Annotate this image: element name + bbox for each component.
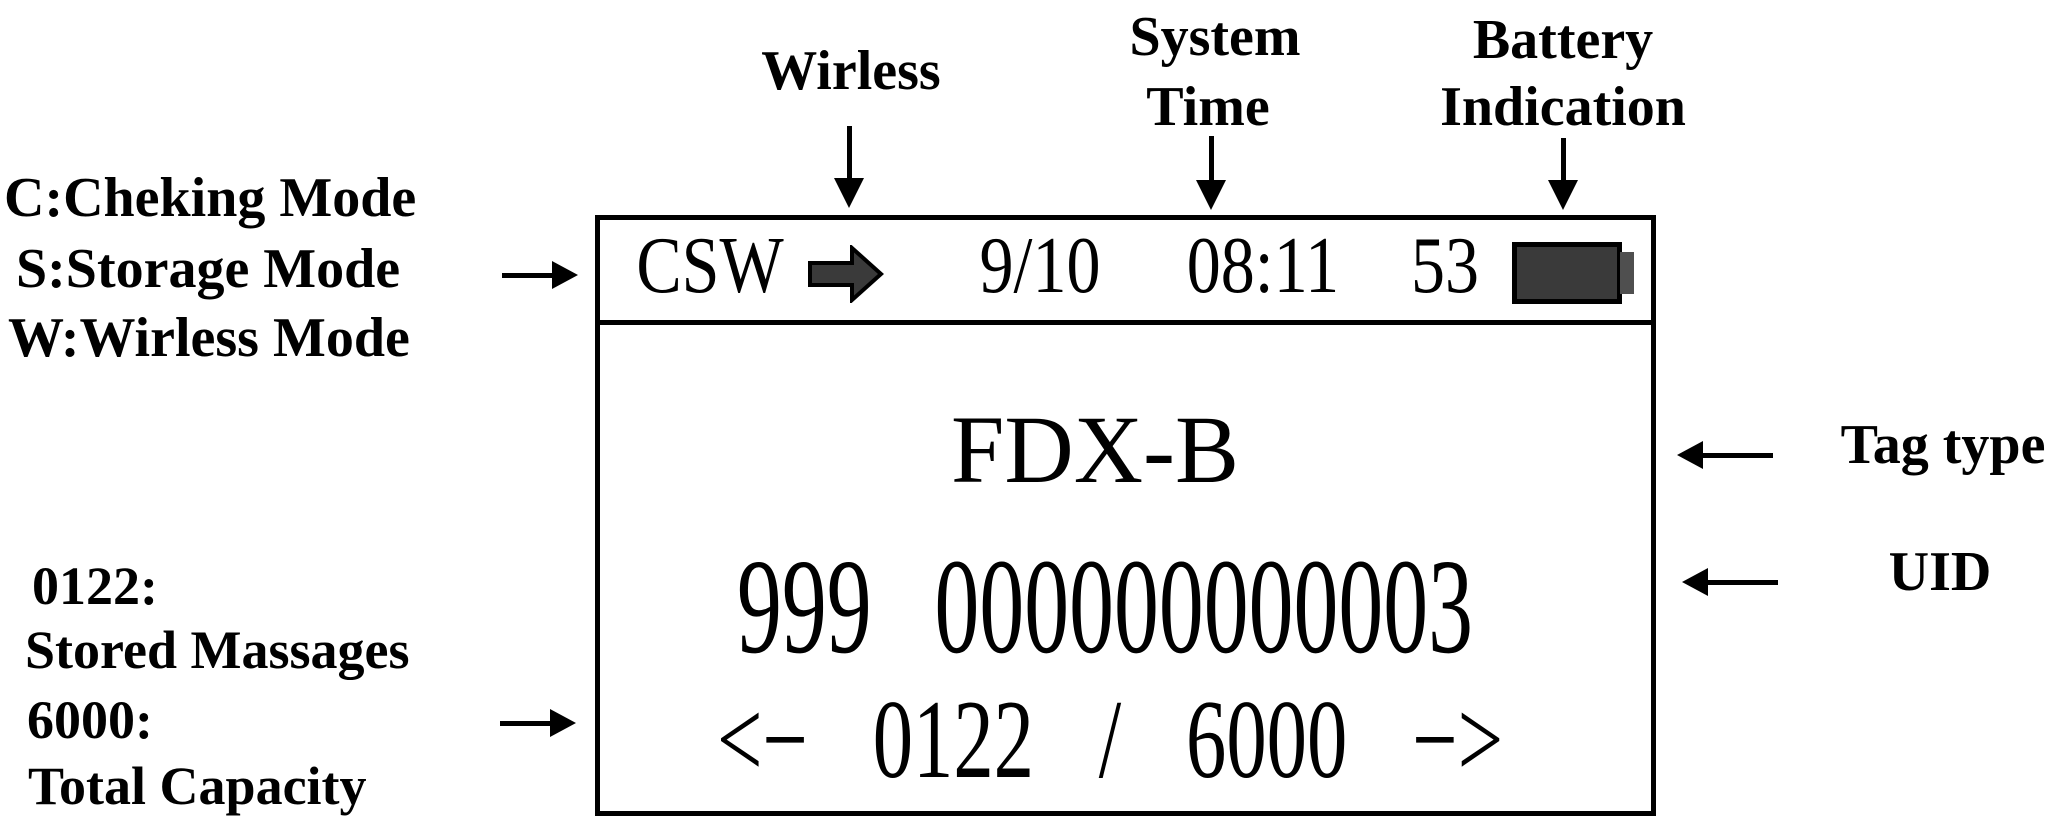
counter-legend-stored-caption: Stored Massages xyxy=(25,620,410,680)
wireless-pointer-arrow-icon xyxy=(834,126,864,208)
counter-total: 6000 xyxy=(1186,678,1348,802)
battery-pointer-arrow-icon xyxy=(1548,138,1578,210)
battery-indication-label-line2: Indication xyxy=(1440,76,1686,138)
tag-type-pointer-arrow-icon xyxy=(1677,441,1773,469)
arrow-head xyxy=(1682,568,1708,596)
counter-legend-capacity-caption: Total Capacity xyxy=(28,756,367,816)
arrow-head xyxy=(834,178,864,208)
arrow-stem xyxy=(1708,579,1778,585)
arrow-head xyxy=(1548,180,1578,210)
mode-pointer-arrow-icon xyxy=(502,261,578,289)
counter-legend-stored-value: 0122: xyxy=(32,556,158,616)
uid-label: UID xyxy=(1888,541,1992,603)
device-display: CSW 9/10 08:11 53 FDX-B 999 000000000003… xyxy=(595,215,1656,816)
arrow-stem xyxy=(846,126,852,178)
screen-uid: 999 000000000003 xyxy=(736,532,1474,682)
battery-indication-label-line1: Battery xyxy=(1472,9,1654,71)
status-bar: CSW 9/10 08:11 53 xyxy=(600,220,1651,325)
wireless-mode-arrow-icon xyxy=(808,245,884,303)
battery-percent: 53 xyxy=(1411,221,1479,310)
status-time: 08:11 xyxy=(1186,221,1340,310)
wireless-label: Wirless xyxy=(761,40,941,102)
mode-legend-wireless: W:Wirless Mode xyxy=(8,307,410,369)
arrow-stem xyxy=(1703,452,1773,458)
arrow-stem xyxy=(500,720,550,726)
counter-legend-capacity-value: 6000: xyxy=(27,690,153,750)
arrow-stem xyxy=(502,272,552,278)
counter-prev-arrow[interactable]: <− xyxy=(716,678,808,802)
counter-separator: / xyxy=(1098,678,1122,802)
screen-tag-type: FDX-B xyxy=(950,396,1240,503)
tag-type-label: Tag type xyxy=(1840,414,2046,476)
arrow-head xyxy=(1677,441,1703,469)
arrow-head xyxy=(1196,180,1226,210)
battery-body xyxy=(1512,242,1622,304)
arrow-head xyxy=(550,709,576,737)
screen-counter: <− 0122 / 6000 −> xyxy=(717,676,1503,805)
arrow-stem xyxy=(1208,136,1214,180)
counter-current: 0122 xyxy=(872,678,1034,802)
status-modes: CSW xyxy=(636,221,784,310)
system-time-label-line1: System xyxy=(1129,6,1301,68)
system-time-pointer-arrow-icon xyxy=(1196,136,1226,210)
arrow-head xyxy=(552,261,578,289)
counter-pointer-arrow-icon xyxy=(500,709,576,737)
counter-next-arrow[interactable]: −> xyxy=(1412,678,1504,802)
battery-icon xyxy=(1512,242,1635,304)
arrow-stem xyxy=(1560,138,1566,180)
mode-legend-storage: S:Storage Mode xyxy=(16,238,401,300)
mode-legend-checking: C:Cheking Mode xyxy=(4,167,417,229)
system-time-label-line2: Time xyxy=(1146,76,1270,138)
status-date: 9/10 xyxy=(979,221,1101,310)
uid-pointer-arrow-icon xyxy=(1682,568,1778,596)
battery-nub xyxy=(1620,252,1634,294)
